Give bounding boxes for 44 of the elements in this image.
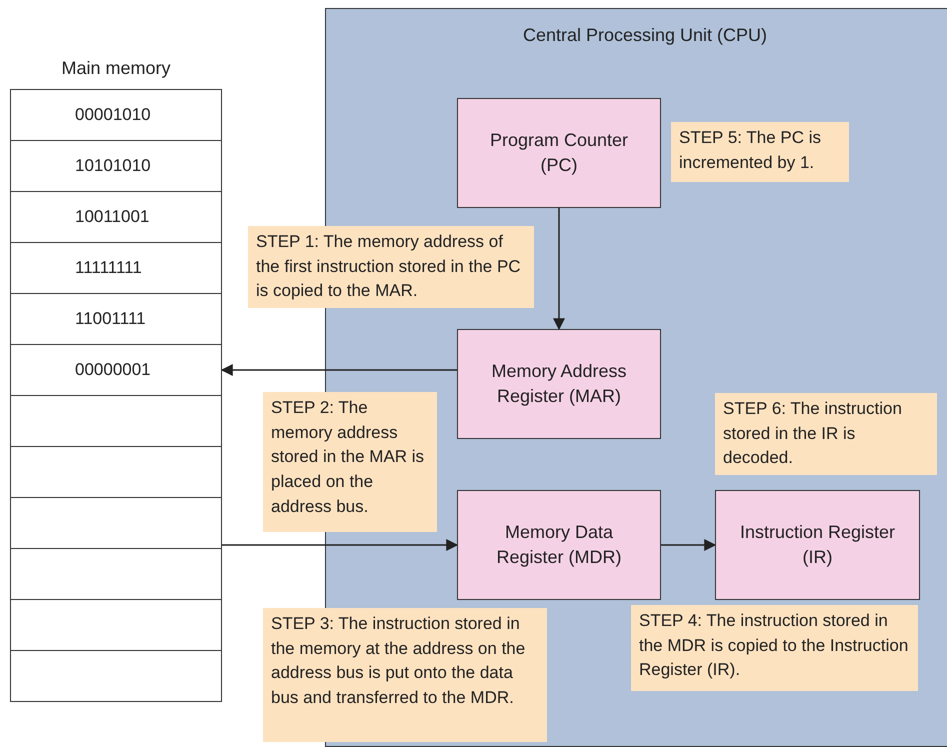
empty-memory-cell — [10, 650, 222, 702]
step-text: STEP 3: The instruction stored in the memory at the address on the address bus is put onto the data bus and transferred to the MDR. — [271, 614, 526, 707]
register-box — [715, 490, 920, 600]
step-text: STEP 5: The PC is incremented by 1. — [679, 128, 822, 172]
memory-cell — [10, 242, 222, 294]
binary-value: 11001111 — [75, 309, 146, 329]
empty-memory-cell — [10, 548, 222, 600]
step-text: STEP 6: The instruction stored in the IR is decoded. — [723, 399, 902, 468]
memory-cell — [10, 191, 222, 243]
binary-value: 10011001 — [75, 207, 150, 227]
empty-memory-cell — [10, 446, 222, 498]
arrow — [553, 208, 565, 330]
register-box — [457, 490, 661, 600]
register-label: Memory Address Register (MAR) — [490, 360, 628, 408]
step-note — [248, 226, 534, 308]
arrow — [661, 539, 716, 551]
arrow — [220, 364, 457, 376]
step-text: STEP 2: The memory address stored in the MAR is placed on the address bus. — [271, 398, 424, 516]
empty-memory-cell — [10, 497, 222, 549]
binary-value: 00000001 — [75, 360, 151, 380]
memory-cell — [10, 140, 222, 192]
step-note — [715, 393, 937, 475]
step-note — [631, 605, 918, 691]
arrow — [222, 539, 458, 551]
heading: Main memory — [60, 58, 172, 79]
empty-memory-cell — [10, 599, 222, 651]
memory-cell — [10, 344, 222, 396]
register-box — [457, 329, 661, 439]
step-text: STEP 4: The instruction stored in the MDR is copied to the Instruction Register (IR). — [639, 611, 908, 680]
step-text: STEP 1: The memory address of the first instruction stored in the PC is copied to the MAR. — [256, 232, 521, 300]
step-note — [263, 392, 437, 532]
heading: Central Processing Unit (CPU) — [522, 25, 768, 46]
register-box — [457, 98, 661, 208]
memory-cell — [10, 293, 222, 345]
step-note — [263, 608, 547, 742]
register-label: Memory Data Register (MDR) — [495, 520, 622, 569]
memory-cell — [10, 89, 222, 141]
empty-memory-cell — [10, 395, 222, 447]
step-note — [671, 122, 849, 182]
binary-value: 10101010 — [75, 156, 151, 176]
register-label: Instruction Register (IR) — [738, 520, 896, 569]
binary-value: 11111111 — [75, 258, 142, 278]
register-label: Program Counter (PC) — [488, 128, 630, 177]
binary-value: 00001010 — [75, 105, 151, 125]
